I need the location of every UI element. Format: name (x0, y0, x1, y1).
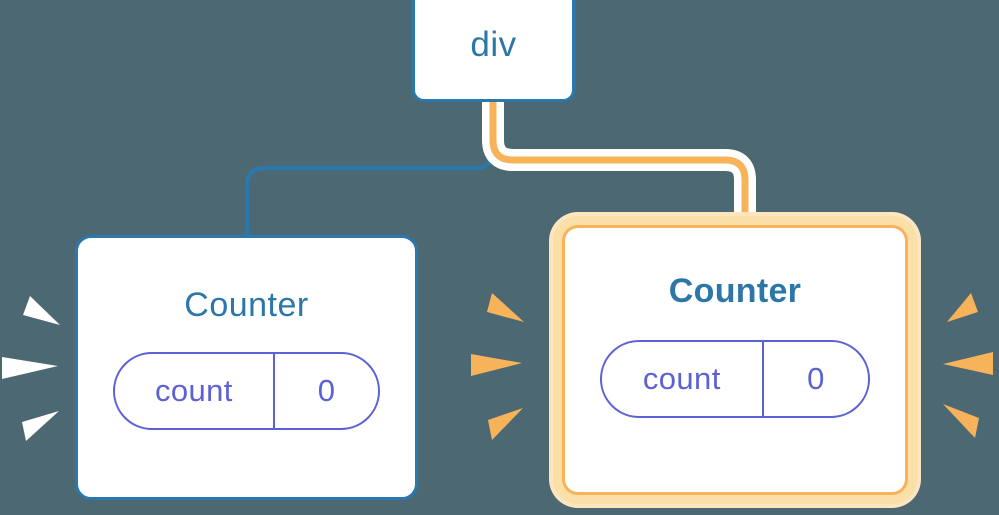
state-value: 0 (761, 342, 868, 416)
node-div[interactable]: div (412, 0, 575, 102)
node-div-label: div (470, 25, 517, 64)
state-key: count (154, 373, 233, 408)
node-counter-right-label: Counter (668, 272, 802, 310)
edge-div-to-left-counter (245, 100, 495, 239)
state-key: count (642, 361, 721, 396)
node-counter-right[interactable]: Counter count 0 (562, 225, 908, 495)
node-counter-left[interactable]: Counter count 0 (75, 235, 418, 500)
edge-div-to-right-counter (489, 102, 749, 232)
state-value: 0 (272, 354, 378, 428)
node-counter-left-label: Counter (184, 286, 309, 324)
node-counter-right-state-pill: count 0 (600, 340, 870, 418)
edge-div-to-right-counter-halo (482, 102, 756, 232)
node-counter-left-state-pill: count 0 (113, 352, 380, 430)
